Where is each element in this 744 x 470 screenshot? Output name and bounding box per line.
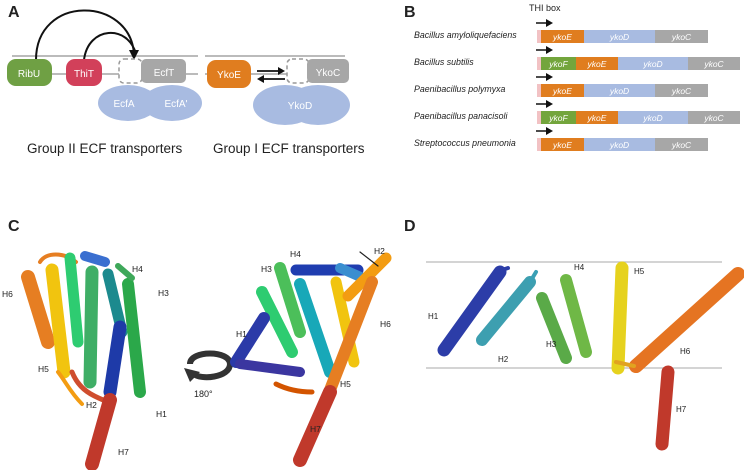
gene-ykoe: ykoE	[576, 111, 618, 124]
gene-ykoc: ykoC	[655, 138, 708, 151]
d-h7-label: H7	[676, 405, 687, 414]
thi-box	[537, 30, 541, 43]
gene-ykoe: ykoE	[541, 84, 584, 97]
d-h4-label: H4	[574, 263, 585, 272]
ykoe-shape	[207, 60, 251, 88]
right-h5-label: H5	[340, 379, 351, 389]
ribu-label: RibU	[18, 69, 40, 80]
rotation-label: 180°	[194, 389, 213, 399]
group1-caption: Group I ECF transporters	[213, 141, 365, 156]
ykoe-label: YkoE	[217, 70, 241, 81]
ecft-shape	[141, 59, 186, 83]
thi-arrow	[536, 127, 553, 135]
group2-caption: Group II ECF transporters	[27, 141, 183, 156]
ecfa-shape	[98, 85, 158, 121]
thi-box	[537, 57, 541, 70]
species-name: Bacillus amyloliquefaciens	[414, 30, 517, 40]
thi-arrow	[536, 73, 553, 81]
left-h2-label: H2	[86, 400, 97, 410]
thi-arrow	[536, 100, 553, 108]
right-h3-label: H3	[261, 264, 272, 274]
thi-box-label: THI box	[529, 3, 561, 13]
thi-box	[537, 138, 541, 151]
gene-ykof: ykoF	[541, 57, 576, 70]
gene-ykoc: ykoC	[655, 84, 708, 97]
left-h5-label: H5	[38, 364, 49, 374]
panel-d-helices: H1 H2 H3 H4 H5 H6 H7	[426, 261, 744, 451]
empty-slot	[118, 58, 143, 84]
left-h7-label: H7	[118, 447, 129, 457]
ecfa-prime-label: EcfA'	[164, 99, 187, 110]
gene-ykoc: ykoC	[655, 30, 708, 43]
species-name: Paenibacillus panacisoli	[414, 111, 508, 121]
ecft-label: EcfT	[154, 68, 175, 79]
gene-ykod: ykoD	[584, 138, 655, 151]
right-h4-label: H4	[290, 249, 301, 259]
gene-ykoe: ykoE	[541, 30, 584, 43]
right-h6-label: H6	[380, 319, 391, 329]
panel-label-d: D	[404, 218, 416, 235]
gene-ykof: ykoF	[541, 111, 576, 124]
panel-label-b: B	[404, 4, 416, 21]
left-h4-label: H4	[132, 264, 143, 274]
ribu-shape	[7, 59, 52, 86]
gene-ykoe: ykoE	[541, 138, 584, 151]
gene-ykod: ykoD	[618, 57, 688, 70]
ykoc-shape	[307, 59, 349, 83]
d-h3-label: H3	[546, 340, 557, 349]
right-h7-label: H7	[310, 424, 321, 434]
right-h2-label: H2	[374, 246, 385, 256]
structure-left	[21, 251, 146, 470]
thi-arrow	[536, 46, 553, 54]
gene-ykod: ykoD	[584, 84, 655, 97]
panel-label-a: A	[8, 4, 20, 21]
panel-label-c: C	[8, 218, 20, 235]
gene-ykod: ykoD	[584, 30, 655, 43]
left-h3-label: H3	[158, 288, 169, 298]
left-h1-label: H1	[156, 409, 167, 419]
left-h6-label: H6	[2, 289, 13, 299]
empty-slot-group1	[286, 58, 310, 84]
thit-shape	[66, 59, 102, 86]
rotation-arrow-icon	[184, 350, 234, 382]
gene-ykoc: ykoC	[688, 111, 740, 124]
d-h2-label: H2	[498, 355, 509, 364]
panel-a-diagram: RibU ThiT EcfT EcfA EcfA' YkoE YkoC YkoD	[7, 9, 350, 125]
d-h6-label: H6	[680, 347, 691, 356]
thi-box	[537, 111, 541, 124]
panel-c-structures: H6 H4 H3 H5 H2 H1 H7 180° H2 H4 H3 H6 H1…	[2, 246, 392, 470]
right-h1-label: H1	[236, 329, 247, 339]
helices	[437, 261, 744, 451]
ecfa-label: EcfA	[113, 99, 134, 110]
gene-ykoe: ykoE	[576, 57, 618, 70]
species-name: Streptococcus pneumonia	[414, 138, 516, 148]
gene-ykod: ykoD	[618, 111, 688, 124]
structure-right	[230, 251, 392, 467]
thi-arrow	[536, 19, 553, 27]
ecfa-prime-shape	[142, 85, 202, 121]
thit-label: ThiT	[74, 69, 94, 80]
species-name: Paenibacillus polymyxa	[414, 84, 506, 94]
d-h5-label: H5	[634, 267, 645, 276]
gene-ykoc: ykoC	[688, 57, 740, 70]
species-name: Bacillus subtilis	[414, 57, 474, 67]
d-h1-label: H1	[428, 312, 439, 321]
ykod-label: YkoD	[288, 101, 312, 112]
thi-box	[537, 84, 541, 97]
ykoc-label: YkoC	[316, 68, 340, 79]
ykod-shape-right	[286, 85, 350, 125]
